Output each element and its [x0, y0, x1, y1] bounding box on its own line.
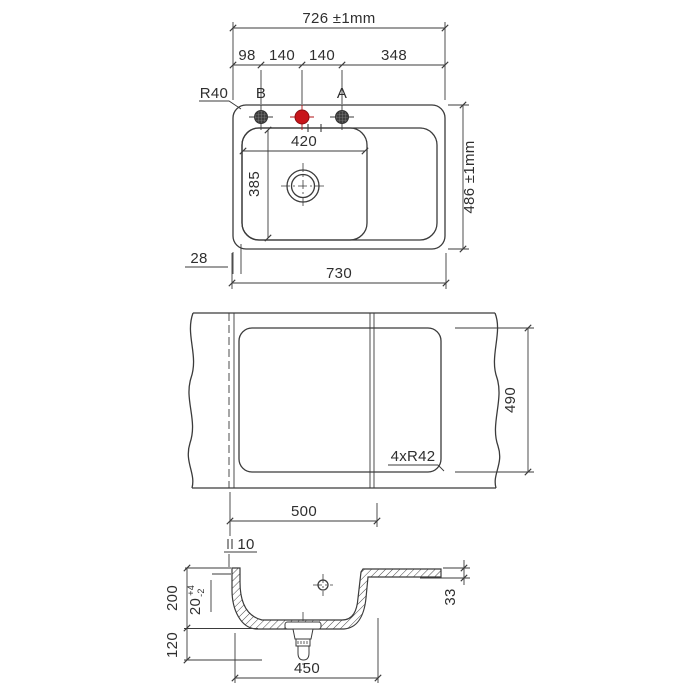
- dim-140a-label: 140: [269, 47, 295, 64]
- hole-b: [249, 105, 273, 130]
- dimension-ticks: [183, 24, 532, 682]
- break-line-left: [187, 312, 195, 489]
- dim-cutout-depth: 490: [455, 327, 534, 473]
- dim-ledge-drop: 33: [420, 560, 470, 606]
- callout-cutout-radius: 4xR42: [388, 448, 445, 472]
- inner-rim-outline: [241, 127, 438, 241]
- dim-bowl-depth: 385: [246, 130, 269, 238]
- callout-corner-radius: R40: [199, 85, 242, 110]
- dim-hole-spacing: 98 140 140 348: [233, 47, 445, 104]
- cutout-radius-label: 4xR42: [391, 448, 436, 465]
- top-view: 726 ±1mm 98 140 140 348 R40 B A: [185, 10, 478, 289]
- drain-assembly: [284, 612, 322, 665]
- dim-450-label: 450: [294, 660, 320, 677]
- dim-420-label: 420: [291, 133, 317, 150]
- dim-overall-width-label: 726 ±1mm: [302, 10, 375, 27]
- callout-edge-distance: 10: [224, 536, 257, 567]
- hole-a: [330, 105, 354, 130]
- drain-flange: [284, 621, 322, 630]
- dim-33-label: 33: [442, 588, 459, 605]
- drain-body: [292, 628, 314, 640]
- dim-120-label: 120: [164, 632, 181, 658]
- hole-a-label: A: [337, 85, 347, 102]
- dim-28-label: 28: [190, 250, 207, 267]
- dim-base-width: 730: [231, 253, 447, 289]
- dim-140b-label: 140: [309, 47, 335, 64]
- dim-385-label: 385: [246, 171, 263, 197]
- drain-thread-lines: [297, 641, 308, 644]
- dim-98-label: 98: [238, 47, 255, 64]
- dim-500-label: 500: [291, 503, 317, 520]
- dim-total-depth: 200: [164, 567, 231, 628]
- break-line-right: [493, 312, 501, 489]
- sink-outline: [232, 104, 446, 250]
- dim-bowl-width: 420: [243, 133, 365, 152]
- drain-opening: [281, 163, 325, 209]
- drain-tailpiece: [297, 645, 310, 661]
- cutout-view: 490 4xR42 500 10: [187, 312, 534, 567]
- dim-overall-depth: 486 ±1mm: [448, 104, 478, 250]
- dim-rim-height: 20+4-2: [186, 573, 231, 615]
- section-view: 200 120 20+4-2 33 450: [164, 560, 470, 683]
- dim-490-label: 490: [502, 387, 519, 413]
- dim-drain-clearance: 120: [164, 628, 262, 661]
- dim-486-label: 486 ±1mm: [461, 140, 478, 213]
- dim-10-label: 10: [237, 536, 254, 553]
- dim-cutout-width: 500: [229, 492, 378, 536]
- cutout-outline: [238, 327, 442, 473]
- bowl-outline: [241, 127, 368, 241]
- dim-overall-width: 726 ±1mm: [232, 10, 446, 100]
- dim-edge-offset: 28: [185, 244, 242, 274]
- dim-20-label: 20+4-2: [186, 585, 206, 615]
- section-faucet-hole: [313, 574, 333, 596]
- corner-radius-label: R40: [200, 85, 228, 102]
- section-body: [231, 567, 442, 630]
- dim-348-label: 348: [381, 47, 407, 64]
- dim-bowl-bottom-width: 450: [234, 618, 379, 683]
- dim-730-label: 730: [326, 265, 352, 282]
- hole-center-red: [290, 105, 314, 130]
- dim-200-label: 200: [164, 585, 181, 611]
- hole-b-label: B: [256, 85, 266, 102]
